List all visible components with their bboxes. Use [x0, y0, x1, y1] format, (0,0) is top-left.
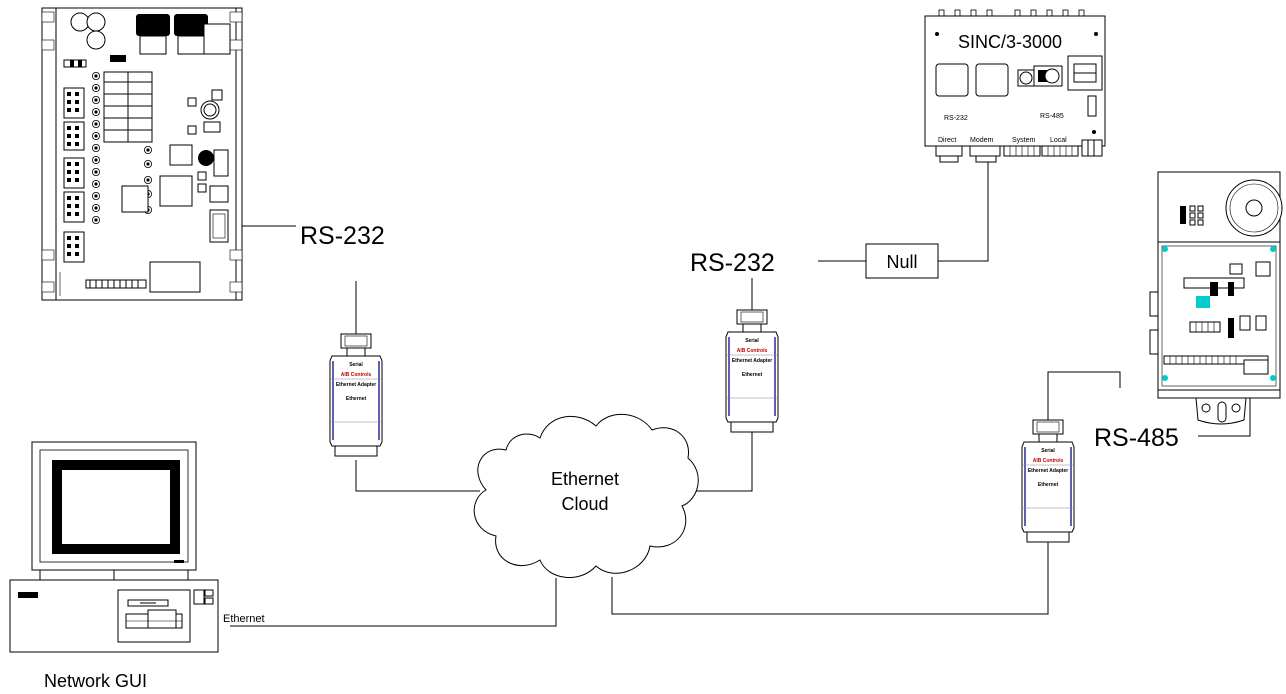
sinc-title: SINC/3-3000 [958, 32, 1062, 52]
converter-middle-line1: Serial [745, 338, 759, 344]
sinc-panel: SINC/3-3000 RS-232 RS-485 Direct Modem S… [924, 9, 1106, 163]
connection-lines [228, 156, 1251, 627]
converter-right: Serial AIB Controls Ethernet Adapter Eth… [1021, 419, 1075, 543]
converter-middle-line3: Ethernet Adapter [732, 358, 772, 364]
ethernet-cable-label: Ethernet [223, 613, 265, 625]
converter-middle-line4: Ethernet [742, 372, 763, 378]
sinc-system-label: System [1012, 137, 1036, 144]
converter-middle: Serial AIB Controls Ethernet Adapter Eth… [725, 309, 779, 433]
sinc-direct-label: Direct [938, 137, 956, 144]
converter-right-line1: Serial [1041, 448, 1055, 454]
cloud-label-line1: Ethernet [551, 469, 619, 489]
converter-right-brand: AIB Controls [1033, 458, 1064, 464]
converter-left-brand: AIB Controls [341, 372, 372, 378]
sinc-rs485-label: RS-485 [1040, 113, 1064, 120]
converter-left-line3: Ethernet Adapter [336, 382, 376, 388]
sinc-rs232-label: RS-232 [944, 115, 968, 122]
field-device [1149, 171, 1283, 425]
ethernet-cloud: Ethernet Cloud [473, 413, 699, 578]
sinc-modem-label: Modem [970, 137, 994, 144]
null-modem-label: Null [886, 252, 917, 272]
converter-right-line3: Ethernet Adapter [1028, 468, 1068, 474]
converter-left-line1: Serial [349, 362, 363, 368]
converter-right-line4: Ethernet [1038, 482, 1059, 488]
computer [9, 441, 219, 653]
network-gui-label: Network GUI [44, 671, 147, 691]
rs232-label-left: RS-232 [300, 222, 385, 250]
converter-left: Serial AIB Controls Ethernet Adapter Eth… [329, 333, 383, 457]
rs485-label: RS-485 [1094, 424, 1179, 452]
converter-left-line4: Ethernet [346, 396, 367, 402]
converter-middle-brand: AIB Controls [737, 348, 768, 354]
rs232-label-right: RS-232 [690, 249, 775, 277]
null-modem-box [865, 243, 939, 279]
controller-board [41, 7, 243, 301]
cloud-label-line2: Cloud [561, 494, 608, 514]
sinc-local-label: Local [1050, 137, 1067, 144]
